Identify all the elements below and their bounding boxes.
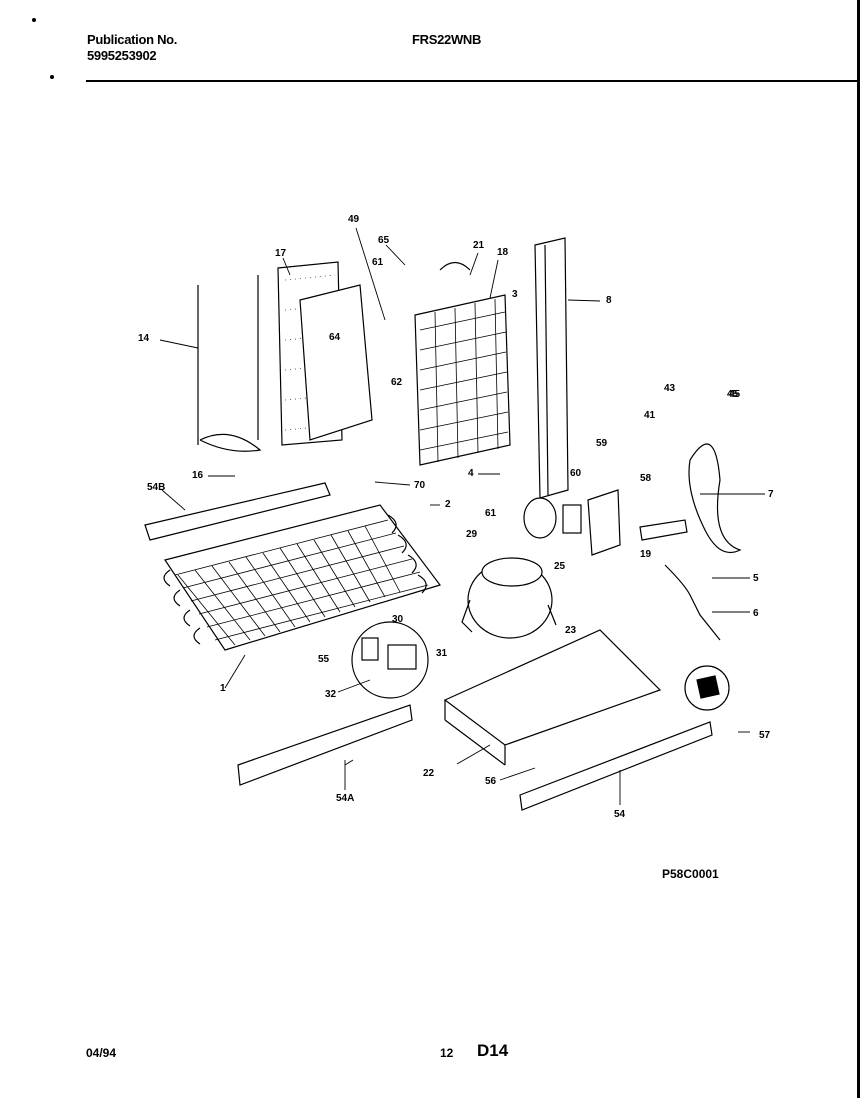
callout-45: 45 — [727, 389, 739, 400]
callout-65: 65 — [378, 235, 390, 246]
callout-31: 31 — [436, 648, 448, 659]
callout-6: 6 — [753, 608, 759, 619]
callout-18: 18 — [497, 247, 509, 258]
callout-64: 64 — [329, 332, 341, 343]
callout-2: 2 — [445, 499, 451, 510]
callout-60: 60 — [570, 468, 582, 479]
footer-date: 04/94 — [86, 1046, 117, 1060]
power-cord — [688, 443, 742, 554]
callout-29: 29 — [466, 529, 478, 540]
tube-19 — [639, 519, 688, 541]
callout-61: 61 — [372, 257, 384, 268]
fan-motor — [562, 504, 582, 534]
publication-label: Publication No. — [87, 32, 178, 47]
page-border — [857, 0, 860, 1098]
fan-blade — [523, 497, 557, 539]
callout-14: 14 — [138, 333, 150, 344]
callout-45: 45 — [729, 389, 741, 400]
relay-30 — [387, 644, 417, 670]
callout-54B: 54B — [147, 482, 165, 493]
callout-19: 19 — [640, 549, 652, 560]
callout-70: 70 — [414, 480, 426, 491]
footer-page: 12 — [440, 1046, 454, 1060]
callout-4: 4 — [468, 468, 474, 479]
base-22 — [443, 629, 662, 746]
callout-30: 30 — [392, 614, 404, 625]
callout-7: 7 — [768, 489, 774, 500]
callout-41: 41 — [644, 410, 656, 421]
callout-59: 59 — [596, 438, 608, 449]
callout-55: 55 — [318, 654, 330, 665]
rail-54 — [519, 721, 713, 811]
callout-57: 57 — [759, 730, 771, 741]
diagram-code: P58C0001 — [662, 867, 719, 881]
tube-21 — [439, 261, 471, 271]
callout-43: 43 — [664, 383, 676, 394]
publication-number: 5995253902 — [87, 48, 157, 63]
callout-61: 61 — [485, 508, 497, 519]
callout-22: 22 — [423, 768, 435, 779]
footer-section: D14 — [477, 1041, 509, 1060]
overload-55 — [361, 637, 379, 661]
fan-bracket — [587, 489, 621, 556]
callout-25: 25 — [554, 561, 566, 572]
callout-16: 16 — [192, 470, 204, 481]
callout-17: 17 — [275, 248, 287, 259]
callout-5: 5 — [753, 573, 759, 584]
callout-62: 62 — [391, 377, 403, 388]
drain-tube — [199, 433, 262, 452]
callout-32: 32 — [325, 689, 337, 700]
scan-speck — [32, 18, 36, 22]
channel-8 — [534, 237, 569, 499]
callout-54A: 54A — [336, 793, 354, 804]
callout-49: 49 — [348, 214, 360, 225]
condenser-coil — [163, 504, 441, 651]
callout-3: 3 — [512, 289, 518, 300]
scan-speck — [50, 75, 54, 79]
callout-21: 21 — [473, 240, 485, 251]
bracket-54b — [144, 482, 331, 541]
evaporator-coil — [414, 294, 511, 466]
wire-harness — [664, 564, 721, 641]
model-number: FRS22WNB — [412, 32, 482, 47]
header-rule — [86, 80, 858, 82]
compressor — [461, 557, 557, 639]
callout-23: 23 — [565, 625, 577, 636]
callout-54: 54 — [614, 809, 626, 820]
rail-54a — [237, 704, 413, 786]
cover-62 — [299, 284, 373, 441]
callout-58: 58 — [640, 473, 652, 484]
callout-8: 8 — [606, 295, 612, 306]
callout-1: 1 — [220, 683, 226, 694]
callout-56: 56 — [485, 776, 497, 787]
